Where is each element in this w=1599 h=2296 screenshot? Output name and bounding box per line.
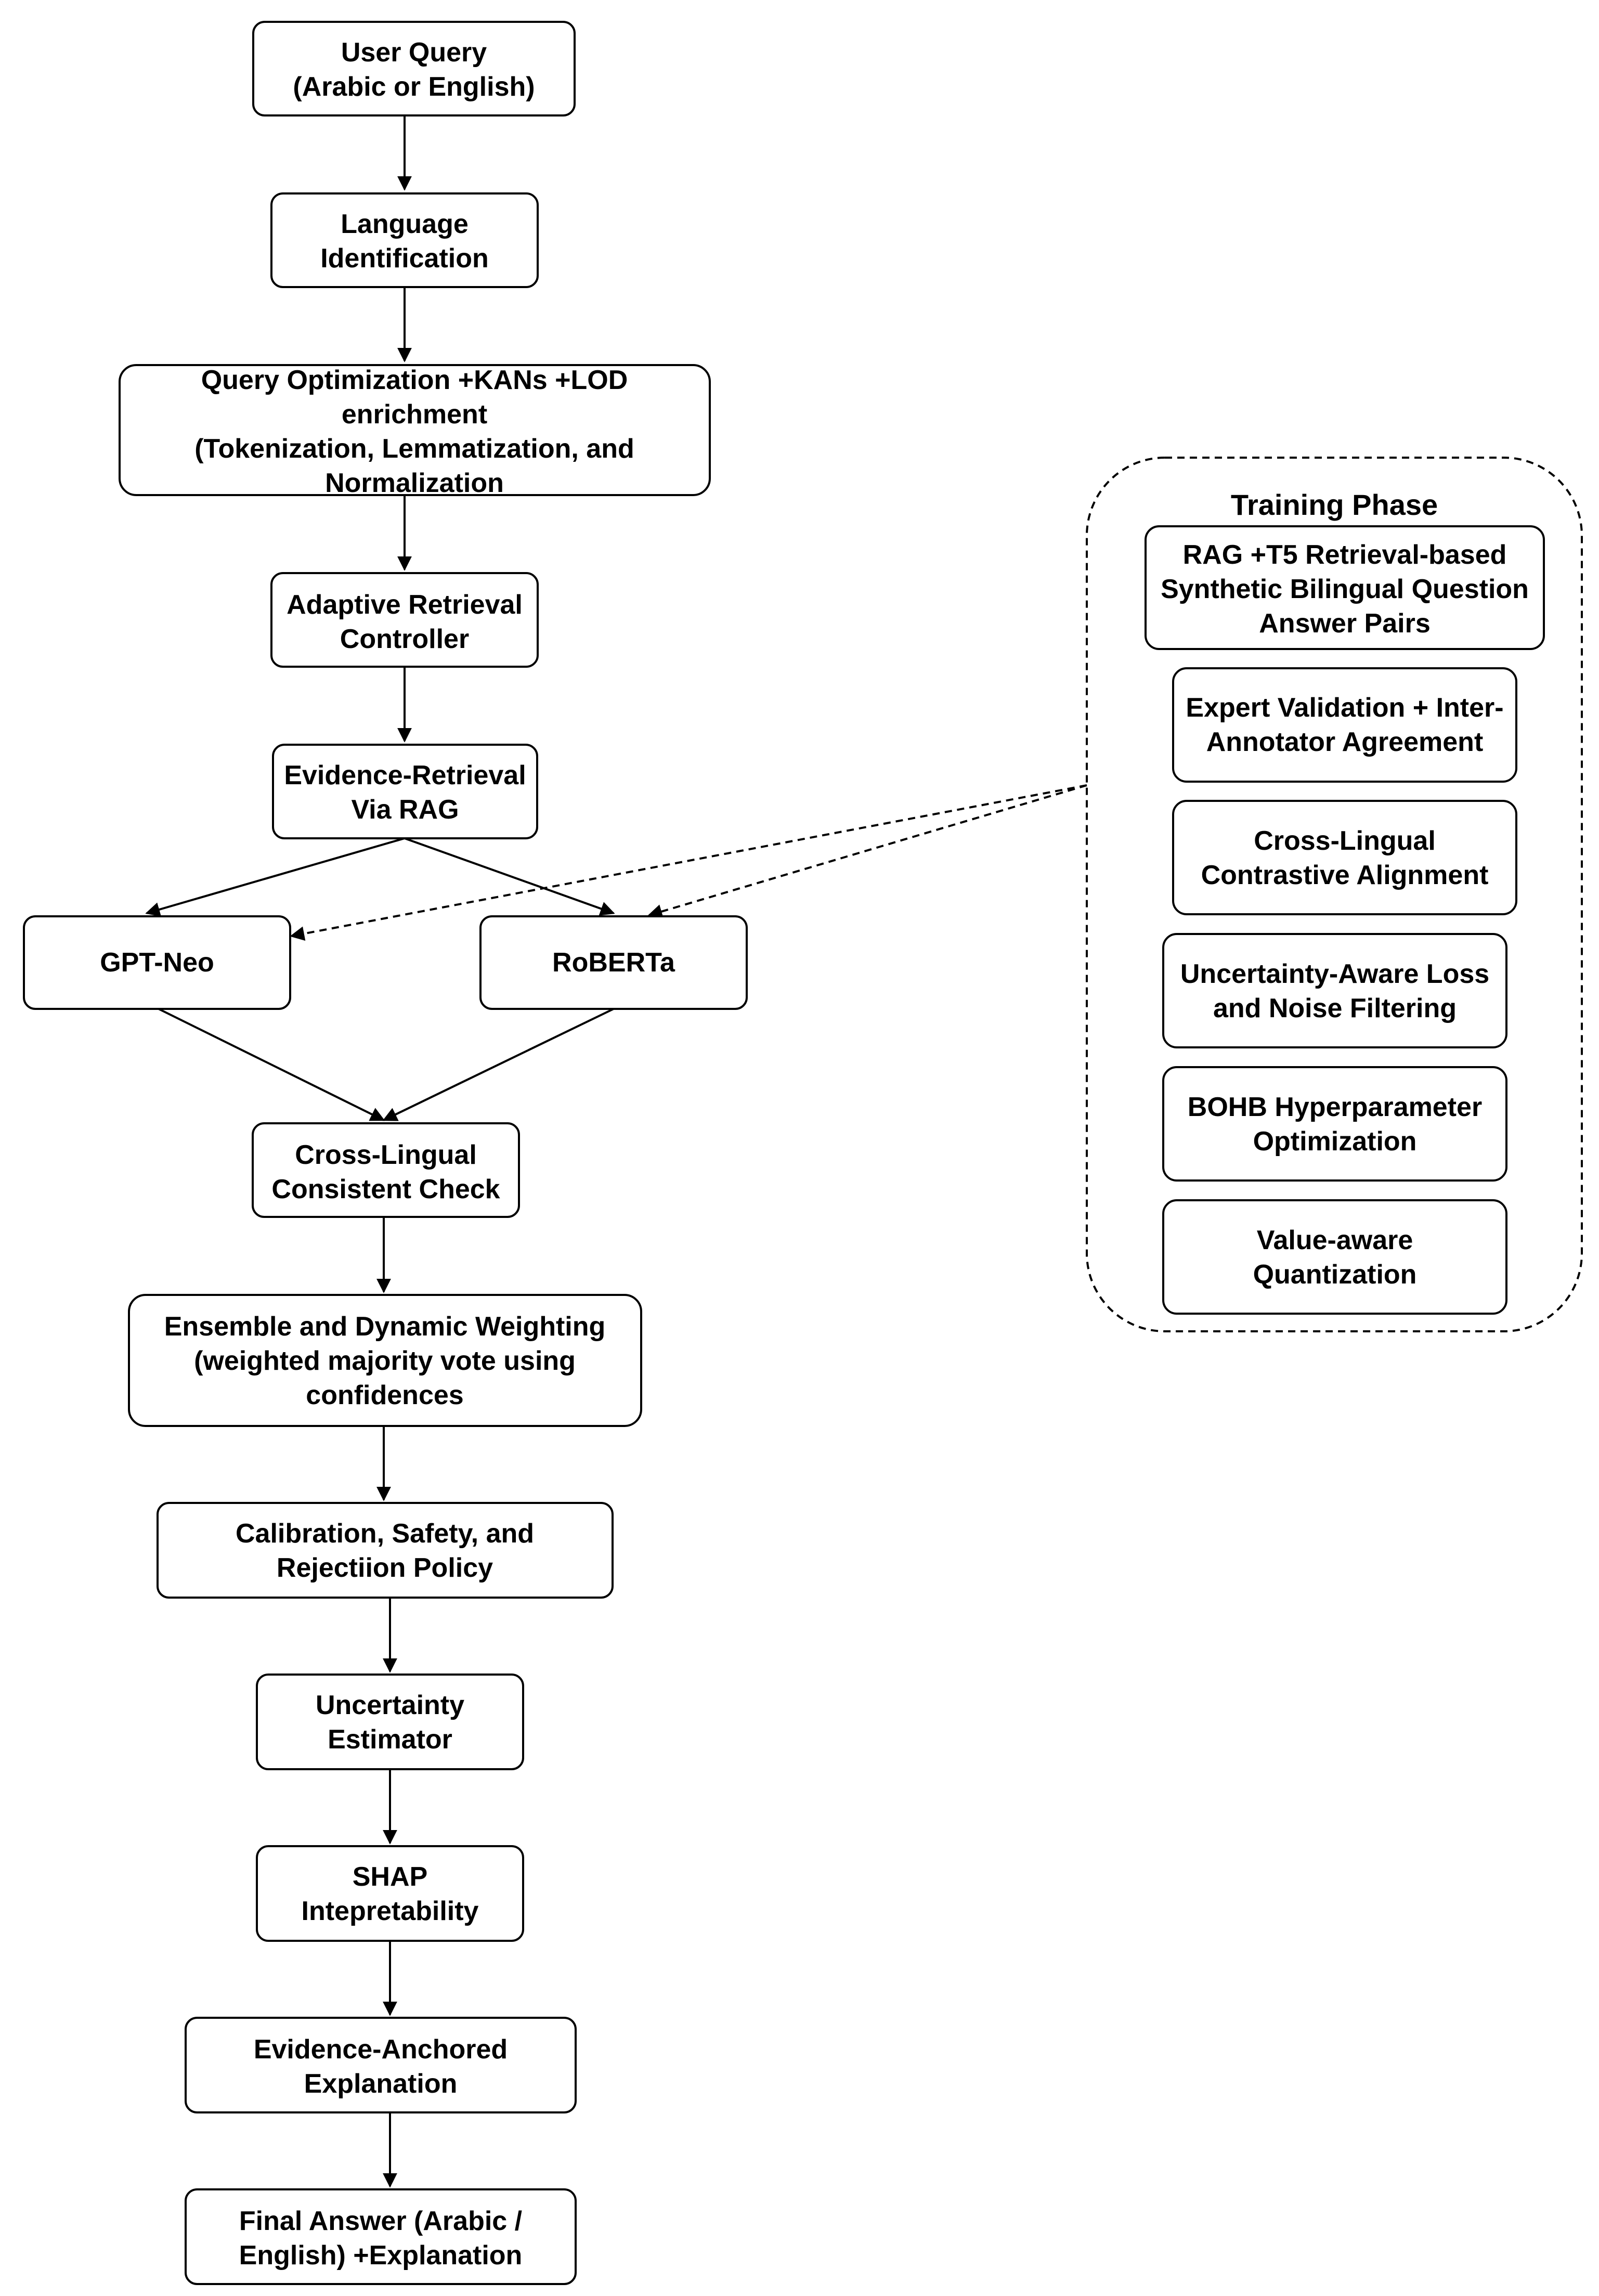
node-label-nodes-adaptive-retrieval-1: Controller [340, 624, 469, 654]
user-query-node: User Query (Arabic or English) [252, 21, 576, 116]
node-box [1162, 1199, 1507, 1315]
node-label-nodes-roberta-0: RoBERTa [552, 948, 675, 978]
uncertainty-estimator-node: Uncertainty Estimator [256, 1674, 524, 1770]
node-label-training-phase-steps-quantization-0: Value-aware [1257, 1225, 1413, 1255]
edge-evidence-retrieval-to-gpt-neo [145, 837, 405, 917]
node-label-nodes-language-identification-1: Identification [320, 243, 489, 274]
node-box [256, 1845, 524, 1942]
evidence-retrieval-node: Evidence-Retrieval Via RAG [272, 744, 538, 839]
node-label-nodes-evidence-explanation-1: Explanation [304, 2069, 458, 2099]
evidence-anchored-explanation-node: Evidence-Anchored Explanation [185, 2017, 577, 2113]
node-label-nodes-evidence-retrieval-0: Evidence-Retrieval [284, 760, 526, 790]
node-label-nodes-query-optimization-2: (Tokenization, Lemmatization, and [194, 434, 634, 464]
training-step-quantization: Value-aware Quantization [1162, 1199, 1507, 1315]
node-label-nodes-cross-lingual-check-1: Consistent Check [271, 1174, 500, 1204]
node-box [185, 2017, 577, 2113]
node-label-training-phase-steps-uncertainty-loss-0: Uncertainty-Aware Loss [1180, 959, 1489, 989]
node-label-training-phase-steps-rag-t5-0: RAG +T5 Retrieval-based [1183, 540, 1507, 570]
node-label-nodes-cross-lingual-check-0: Cross-Lingual [295, 1140, 477, 1170]
node-label-nodes-query-optimization-0: Query Optimization +KANs +LOD [201, 365, 628, 395]
node-label-nodes-shap-1: Intepretability [302, 1896, 479, 1926]
node-box [1172, 667, 1517, 783]
node-label-nodes-uncertainty-estimator-1: Estimator [328, 1724, 452, 1755]
training-step-contrastive-alignment: Cross-Lingual Contrastive Alignment [1172, 800, 1517, 915]
node-label-nodes-calibration-0: Calibration, Safety, and [236, 1519, 534, 1549]
training-edges [290, 784, 1087, 941]
node-box [119, 364, 711, 496]
node-box [23, 915, 291, 1010]
training-step-uncertainty-loss: Uncertainty-Aware Loss and Noise Filteri… [1162, 933, 1507, 1048]
edge-training-to-roberta [647, 784, 1087, 919]
node-box [1162, 1066, 1507, 1182]
node-label-nodes-query-optimization-3: Normalization [325, 468, 504, 498]
shap-interpretability-node: SHAP Intepretability [256, 1845, 524, 1942]
node-label-nodes-uncertainty-estimator-0: Uncertainty [316, 1690, 464, 1720]
flow-edges [145, 115, 615, 2188]
gpt-neo-node: GPT-Neo [23, 915, 291, 1010]
adaptive-retrieval-controller-node: Adaptive Retrieval Controller [270, 572, 539, 668]
training-phase-container [1086, 457, 1583, 1332]
node-label-nodes-final-answer-0: Final Answer (Arabic / [239, 2206, 522, 2236]
final-answer-node: Final Answer (Arabic / English) +Explana… [185, 2188, 577, 2285]
query-optimization-node: Query Optimization +KANs +LOD enrichment… [119, 364, 711, 498]
node-label-training-phase-steps-quantization-1: Quantization [1253, 1260, 1417, 1290]
node-label-training-phase-steps-expert-validation-1: Annotator Agreement [1206, 727, 1484, 757]
node-label-nodes-ensemble-0: Ensemble and Dynamic Weighting [164, 1312, 606, 1342]
node-label-training-phase-steps-bohb-1: Optimization [1253, 1126, 1417, 1157]
node-label-training-phase-steps-rag-t5-2: Answer Pairs [1259, 608, 1431, 639]
training-step-bohb: BOHB Hyperparameter Optimization [1162, 1066, 1507, 1182]
training-step-rag-t5: RAG +T5 Retrieval-based Synthetic Biling… [1145, 525, 1545, 650]
node-label-nodes-gpt-neo-0: GPT-Neo [100, 948, 214, 978]
node-label-training-phase-steps-contrastive-alignment-1: Contrastive Alignment [1201, 860, 1489, 890]
node-label-nodes-ensemble-2: confidences [306, 1380, 463, 1410]
node-label-nodes-calibration-1: Rejectiion Policy [277, 1553, 493, 1583]
edge-gpt-neo-to-cross-lingual-check [158, 1008, 385, 1121]
node-box [272, 744, 538, 839]
roberta-node: RoBERTa [479, 915, 748, 1010]
node-box [256, 1674, 524, 1770]
node-label-training-phase-steps-bohb-0: BOHB Hyperparameter [1188, 1092, 1482, 1122]
node-label-nodes-final-answer-1: English) +Explanation [239, 2240, 523, 2271]
language-identification-node: Language Identification [270, 192, 539, 288]
node-label-nodes-user-query-1: (Arabic or English) [293, 72, 535, 102]
node-box [252, 1122, 520, 1218]
node-box [1162, 933, 1507, 1048]
ensemble-dynamic-weighting-node: Ensemble and Dynamic Weighting (weighted… [128, 1294, 642, 1427]
node-box [128, 1294, 642, 1427]
edge-training-to-gpt-neo [290, 784, 1087, 941]
node-label-nodes-shap-0: SHAP [353, 1862, 427, 1892]
node-box [479, 915, 748, 1010]
node-box [252, 21, 576, 116]
node-box [157, 1502, 614, 1599]
node-box [1145, 525, 1545, 650]
edge-roberta-to-cross-lingual-check [382, 1008, 614, 1121]
node-box [270, 572, 539, 668]
node-label-nodes-query-optimization-1: enrichment [342, 399, 487, 430]
node-label-nodes-language-identification-0: Language [341, 209, 469, 239]
cross-lingual-consistent-check-node: Cross-Lingual Consistent Check [252, 1122, 520, 1218]
node-label-nodes-ensemble-1: (weighted majority vote using [194, 1346, 576, 1376]
node-box [270, 192, 539, 288]
node-label-nodes-adaptive-retrieval-0: Adaptive Retrieval [287, 590, 523, 620]
node-label-nodes-user-query-0: User Query [341, 37, 487, 68]
node-label-training-phase-steps-uncertainty-loss-1: and Noise Filtering [1213, 993, 1457, 1023]
edge-evidence-retrieval-to-roberta [404, 837, 615, 916]
node-box [185, 2188, 577, 2285]
node-box [1172, 800, 1517, 915]
node-label-training-phase-steps-contrastive-alignment-0: Cross-Lingual [1254, 826, 1436, 856]
node-label-training-phase-steps-expert-validation-0: Expert Validation + Inter- [1186, 693, 1503, 723]
node-label-training-phase-steps-rag-t5-1: Synthetic Bilingual Question [1161, 574, 1529, 604]
training-phase-title: Training Phase [1231, 488, 1438, 521]
calibration-safety-rejection-node: Calibration, Safety, and Rejectiion Poli… [157, 1502, 614, 1599]
node-label-nodes-evidence-retrieval-1: Via RAG [351, 795, 459, 825]
node-label-nodes-evidence-explanation-0: Evidence-Anchored [254, 2034, 508, 2065]
training-step-expert-validation: Expert Validation + Inter- Annotator Agr… [1172, 667, 1517, 783]
